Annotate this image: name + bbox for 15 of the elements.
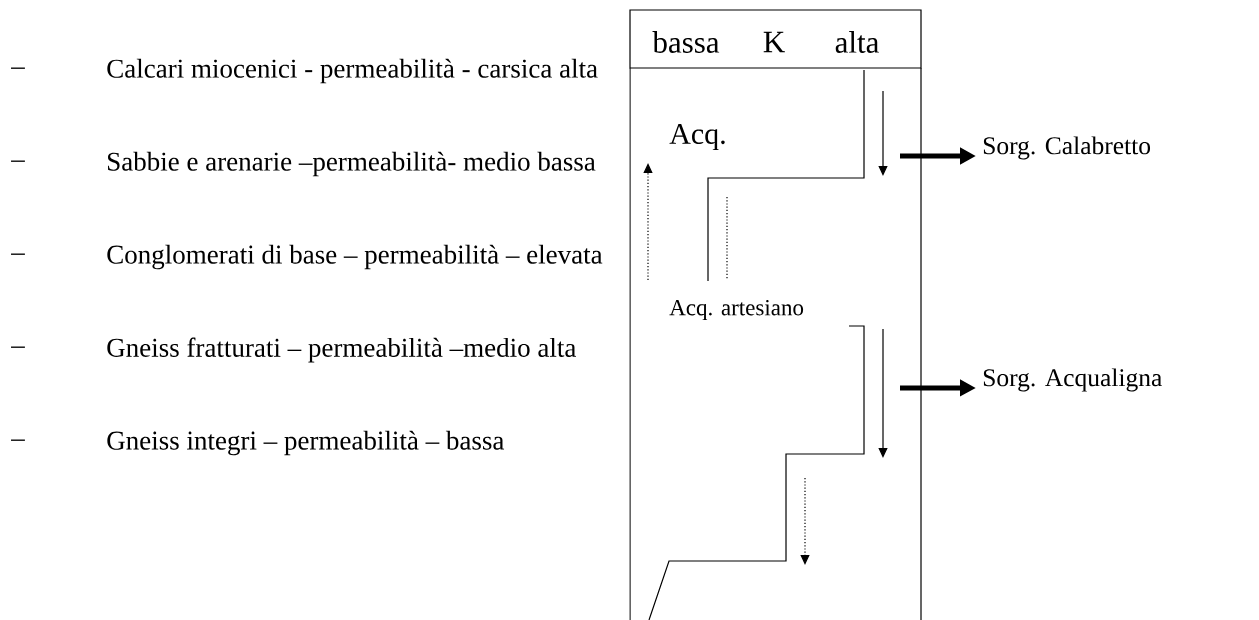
layer-description: Gneiss fratturati – permeabilità –medio alta (107, 337, 576, 363)
bullet-dash: – (11, 439, 25, 441)
layer-description: Sabbie e arenarie –permeabilità- medio bassa (108, 151, 596, 177)
bullet-dash: – (11, 67, 25, 69)
bullet-dash: – (11, 160, 25, 162)
bullet-dash: – (11, 346, 25, 348)
aquifer-label: Acq. artesiano (669, 299, 804, 321)
header-box: bassa K alta (629, 9, 922, 69)
layer-description: Gneiss integri – permeabilità – bassa (107, 430, 505, 456)
bullet-dash: – (11, 253, 25, 255)
spring-label: Sorg. Acqualigna (983, 368, 1162, 392)
aquifer-label: Acq. (669, 123, 725, 151)
spring-label: Sorg. Calabretto (983, 136, 1151, 160)
layer-description: Conglomerati di base – permeabilità – elevata (107, 244, 603, 270)
layer-description: Calcari miocenici - permeabilità - carsica alta (107, 58, 598, 84)
